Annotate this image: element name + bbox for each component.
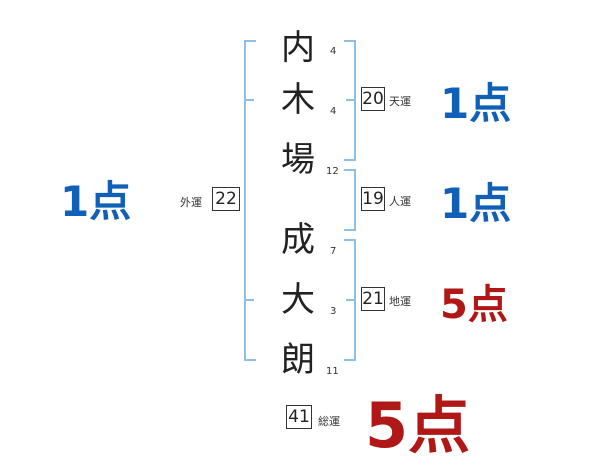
name-char: 内 [281, 28, 315, 68]
chikaku-score: 5点 [440, 282, 508, 328]
jinkaku-label: 人運 [389, 195, 411, 208]
stroke-count: 3 [330, 306, 337, 317]
stroke-count: 4 [330, 46, 337, 57]
stroke-count: 4 [330, 106, 337, 117]
name-char: 木 [281, 80, 315, 120]
gaikaku-score: 1点 [60, 177, 132, 226]
name-char: 成 [281, 220, 315, 260]
name-char: 大 [281, 280, 315, 320]
gaikaku-value: 22 [212, 187, 240, 211]
stroke-count: 7 [330, 246, 337, 257]
chikaku-label: 地運 [389, 295, 411, 308]
jinkaku-score: 1点 [440, 179, 512, 228]
soukaku-value: 41 [286, 405, 312, 429]
tenkaku-score: 1点 [440, 79, 512, 128]
tenkaku-label: 天運 [389, 95, 411, 108]
stroke-count: 11 [326, 366, 339, 377]
soukaku-score: 5点 [365, 389, 471, 462]
stroke-count: 12 [326, 166, 339, 177]
gaikaku-label: 外運 [180, 196, 202, 209]
soukaku-label: 総運 [318, 415, 340, 428]
name-char: 場 [281, 140, 315, 180]
name-char: 朗 [281, 340, 315, 380]
jinkaku-value: 19 [361, 187, 385, 211]
tenkaku-value: 20 [361, 87, 385, 111]
chikaku-value: 21 [361, 287, 385, 311]
